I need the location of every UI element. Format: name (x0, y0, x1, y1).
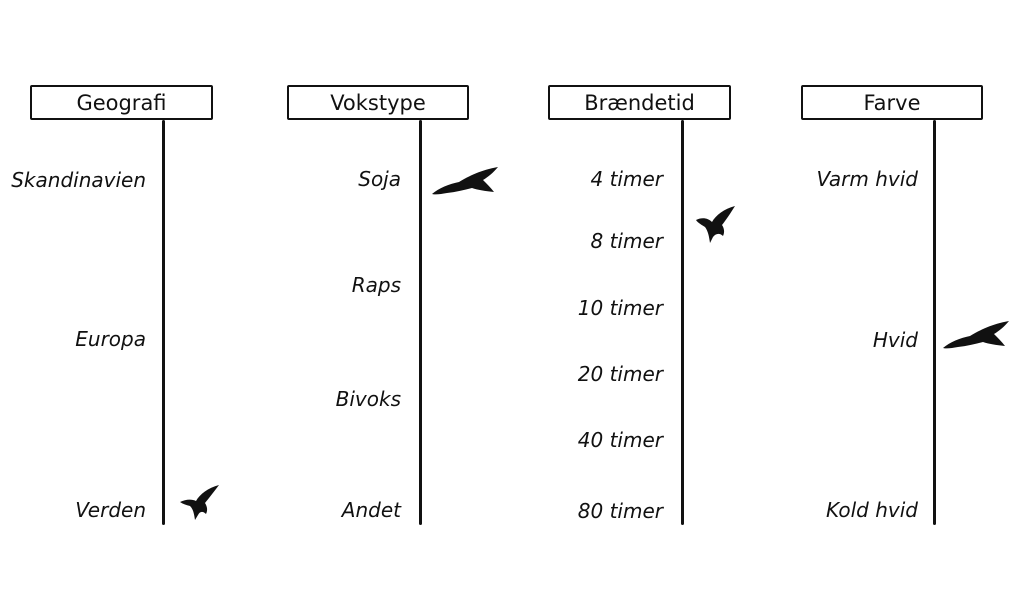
option-label[interactable]: Kold hvid (825, 498, 918, 522)
option-label[interactable]: Raps (351, 273, 401, 297)
option-label[interactable]: Andet (341, 498, 401, 522)
option-label[interactable]: Verden (75, 498, 146, 522)
bird-icon[interactable] (431, 164, 501, 198)
option-label[interactable]: Europa (75, 327, 146, 351)
axis-line-vokstype (419, 120, 422, 525)
option-label[interactable]: 20 timer (577, 362, 663, 386)
option-label[interactable]: 80 timer (577, 499, 663, 523)
bird-icon[interactable] (942, 318, 1012, 352)
option-label[interactable]: 10 timer (577, 296, 663, 320)
column-header-farve: Farve (801, 85, 983, 120)
axis-line-braendetid (681, 120, 684, 525)
option-label[interactable]: 8 timer (590, 229, 664, 253)
column-header-braendetid: Brændetid (548, 85, 731, 120)
axis-line-farve (933, 120, 936, 525)
option-label[interactable]: Bivoks (335, 387, 401, 411)
column-geografi: Geografi Skandinavien Europa Verden (0, 0, 260, 596)
axis-line-geografi (162, 120, 165, 525)
bird-icon[interactable] (178, 482, 222, 522)
option-label[interactable]: Skandinavien (11, 168, 146, 192)
column-braendetid: Brændetid 4 timer 8 timer 10 timer 20 ti… (548, 85, 738, 525)
option-label[interactable]: Hvid (872, 328, 918, 352)
option-label[interactable]: Varm hvid (816, 167, 918, 191)
option-label[interactable]: 40 timer (577, 428, 663, 452)
option-label[interactable]: Soja (358, 167, 401, 191)
column-header-vokstype: Vokstype (287, 85, 469, 120)
bird-icon[interactable] (694, 204, 738, 246)
column-header-geografi: Geografi (30, 85, 213, 120)
column-vokstype: Vokstype Soja Raps Bivoks Andet (287, 85, 501, 525)
option-label[interactable]: 4 timer (590, 167, 664, 191)
